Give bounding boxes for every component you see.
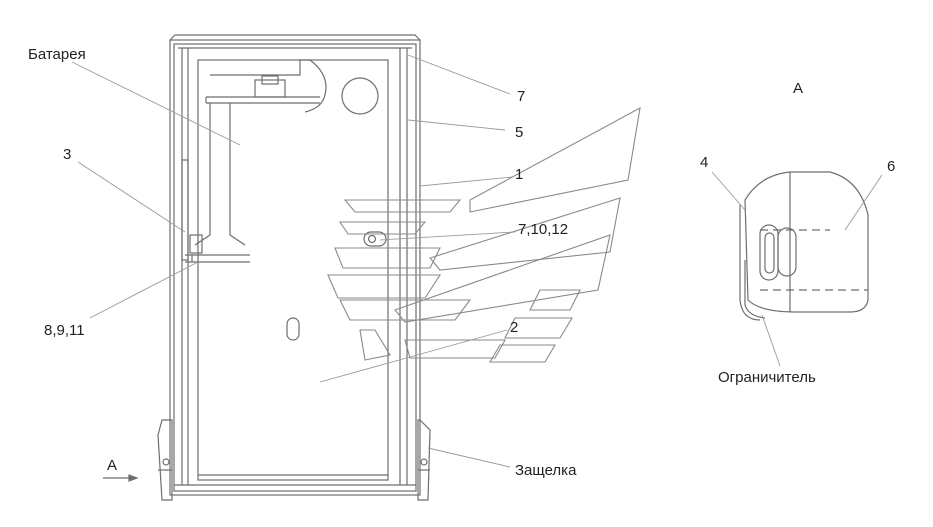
round-vent <box>341 77 379 115</box>
label-item-4: 4 <box>700 154 709 171</box>
label-item-6: 6 <box>887 158 896 175</box>
label-latch: Защелка <box>515 462 577 479</box>
label-item-1: 1 <box>515 166 524 183</box>
label-items-8-9-11: 8,9,11 <box>44 322 85 339</box>
leader-lines <box>71 54 883 468</box>
fastener <box>363 231 387 247</box>
latch-left <box>157 419 173 501</box>
label-limiter: Ограничитель <box>718 369 816 386</box>
hinge-strip <box>181 159 189 261</box>
label-battery: Батарея <box>28 46 86 63</box>
handle-slot <box>286 317 300 341</box>
battery-bracket <box>185 59 327 263</box>
label-view-a-title: А <box>793 80 804 97</box>
label-item-2: 2 <box>510 319 519 336</box>
label-items-7-10-12: 7,10,12 <box>518 221 569 238</box>
view-a-arrow <box>103 474 139 482</box>
detail-view-a <box>739 171 869 321</box>
latch-right <box>417 419 431 501</box>
logo-watermark <box>327 106 641 363</box>
label-item-3: 3 <box>63 146 72 163</box>
label-item-5: 5 <box>515 124 524 141</box>
cabinet-frame <box>169 34 421 496</box>
label-item-7: 7 <box>517 88 526 105</box>
label-view-a-arrow: А <box>107 457 118 474</box>
